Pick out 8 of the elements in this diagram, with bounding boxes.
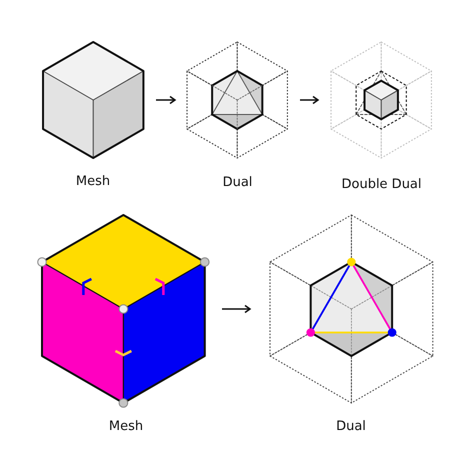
node-label: Double Dual (341, 177, 422, 193)
node-label: Mesh (76, 174, 110, 190)
node-label: Mesh (108, 419, 144, 435)
node-label: Dual (336, 419, 366, 435)
arrow (300, 96, 319, 104)
arrow (222, 304, 251, 314)
arrow (156, 96, 176, 104)
node-label: Dual (222, 175, 252, 191)
